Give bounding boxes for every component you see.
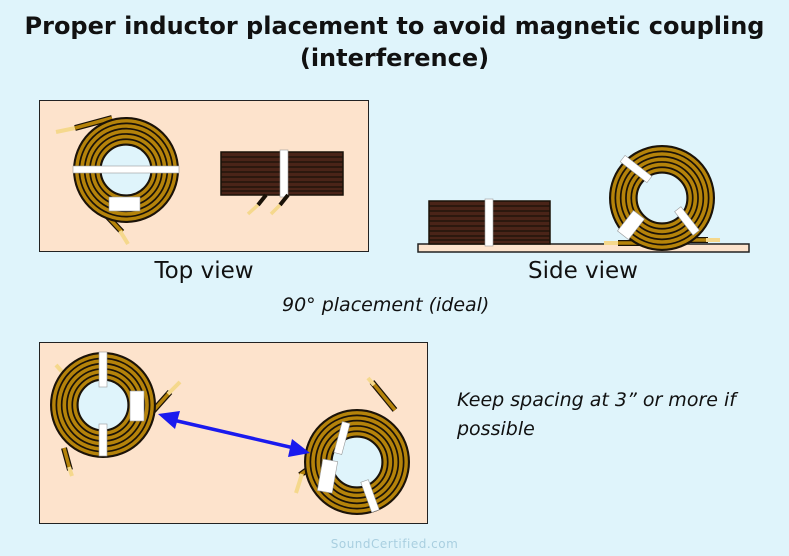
tape-strip [129, 390, 145, 422]
top-view-label: Top view [154, 258, 254, 284]
side-view-upright-inductor [604, 144, 720, 252]
spacing-left-inductor [50, 351, 182, 477]
tape-strip [279, 149, 289, 198]
lead-wire [67, 466, 74, 477]
top-view-round-inductor [55, 115, 180, 246]
tape-strip [619, 154, 653, 184]
title-line-2: (interference) [299, 44, 490, 72]
tape-strip [360, 479, 380, 513]
arrow-head-right [288, 439, 310, 457]
tape-strip [98, 423, 108, 457]
title-line-1: Proper inductor placement to avoid magne… [24, 12, 765, 40]
lead-wire [294, 473, 304, 494]
side-view-label: Side view [527, 258, 638, 284]
tape-strip [72, 165, 180, 174]
tape-strip [316, 458, 339, 494]
lead-wire [246, 203, 260, 216]
spacing-note: Keep spacing at 3” or more if possible [457, 386, 736, 444]
tape-strip [674, 206, 700, 236]
tape-strip [98, 351, 108, 388]
spacing-note-line-1: Keep spacing at 3” or more if [457, 389, 736, 411]
lead-wire [366, 376, 376, 387]
placement-note: 90° placement (ideal) [282, 294, 490, 316]
side-view-group [417, 144, 750, 253]
tape-strip [108, 196, 141, 212]
top-view-side-inductor [220, 149, 344, 216]
tape-strip [484, 198, 494, 247]
page-title: Proper inductor placement to avoid magne… [0, 10, 789, 74]
spacing-double-arrow [158, 411, 310, 457]
tape-strip [617, 210, 645, 240]
lead-wire [166, 380, 182, 396]
watermark: SoundCertified.com [330, 537, 459, 551]
circuit-board [417, 243, 750, 253]
tape-strip [333, 421, 351, 455]
lead-wire [118, 229, 130, 246]
spacing-note-line-2: possible [457, 418, 535, 440]
lead-wire [269, 203, 282, 216]
arrow-head-left [158, 411, 180, 429]
spacing-right-inductor [294, 376, 411, 516]
